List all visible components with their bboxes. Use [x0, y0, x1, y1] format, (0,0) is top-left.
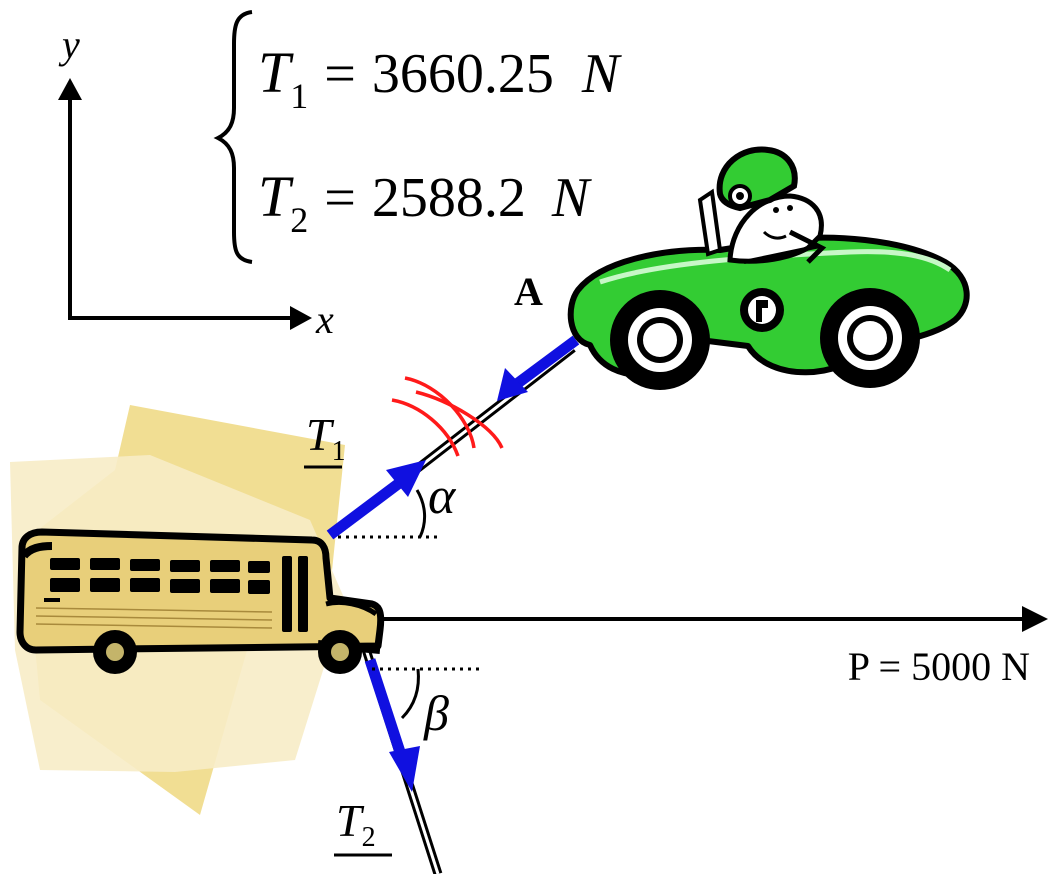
- school-bus-illustration: [16, 528, 385, 674]
- system-brace: [213, 10, 253, 264]
- vector-t1: [326, 460, 426, 540]
- car-driver: [697, 146, 827, 264]
- vector-t2: [364, 658, 420, 792]
- x-axis-arrowhead: [290, 306, 312, 330]
- equation-unit: N: [581, 43, 622, 105]
- equation-value: 3660.25: [372, 43, 554, 105]
- angle-arc-beta: [400, 668, 420, 720]
- svg-text:T2: T2: [336, 795, 376, 853]
- alpha-label: α: [428, 468, 457, 525]
- coordinate-axes: y x: [58, 22, 334, 342]
- bus-wheel-front: [318, 630, 362, 674]
- bus-wheel-rear: [93, 630, 137, 674]
- svg-text:T1: T1: [306, 409, 346, 467]
- svg-text:T2=2588.2N: T2 = 2588.2 N: [258, 164, 592, 240]
- equation-subscript: 2: [290, 200, 308, 240]
- equation-symbol: T: [258, 40, 294, 105]
- angle-arc-alpha: [415, 489, 426, 538]
- force-p-label: P = 5000 N: [848, 644, 1030, 689]
- t1-label: T1: [304, 409, 346, 469]
- race-car-illustration: [567, 146, 970, 390]
- y-axis-arrowhead: [58, 78, 82, 100]
- equation-symbol: T: [258, 164, 294, 229]
- car-wheel-rear: [610, 290, 710, 390]
- t2-label: T2: [334, 795, 392, 857]
- svg-text:T1=3660.25N: T1 = 3660.25 N: [258, 40, 622, 116]
- equation-value: 2588.2: [372, 167, 526, 229]
- equation-equals: =: [324, 43, 356, 105]
- y-axis-label: y: [58, 22, 80, 67]
- point-a-label: A: [514, 269, 543, 314]
- equation-subscript: 1: [290, 76, 308, 116]
- force-p-arrow: [375, 606, 1048, 632]
- t1-subscript: 1: [332, 436, 346, 467]
- equation-unit: N: [551, 167, 592, 229]
- equation-t1: T1 = 3660.25 N: [258, 40, 622, 116]
- beta-label: β: [423, 685, 449, 741]
- x-axis-label: x: [315, 297, 334, 342]
- t1-symbol: T: [306, 409, 335, 460]
- t2-subscript: 2: [362, 822, 376, 853]
- equation-equals: =: [324, 167, 356, 229]
- car-wheel-front: [820, 288, 920, 388]
- tension-highlight-arcs: [391, 376, 504, 457]
- equation-t2: T2 = 2588.2 N: [258, 164, 592, 240]
- vector-at-a: [497, 335, 580, 401]
- t2-symbol: T: [336, 795, 365, 846]
